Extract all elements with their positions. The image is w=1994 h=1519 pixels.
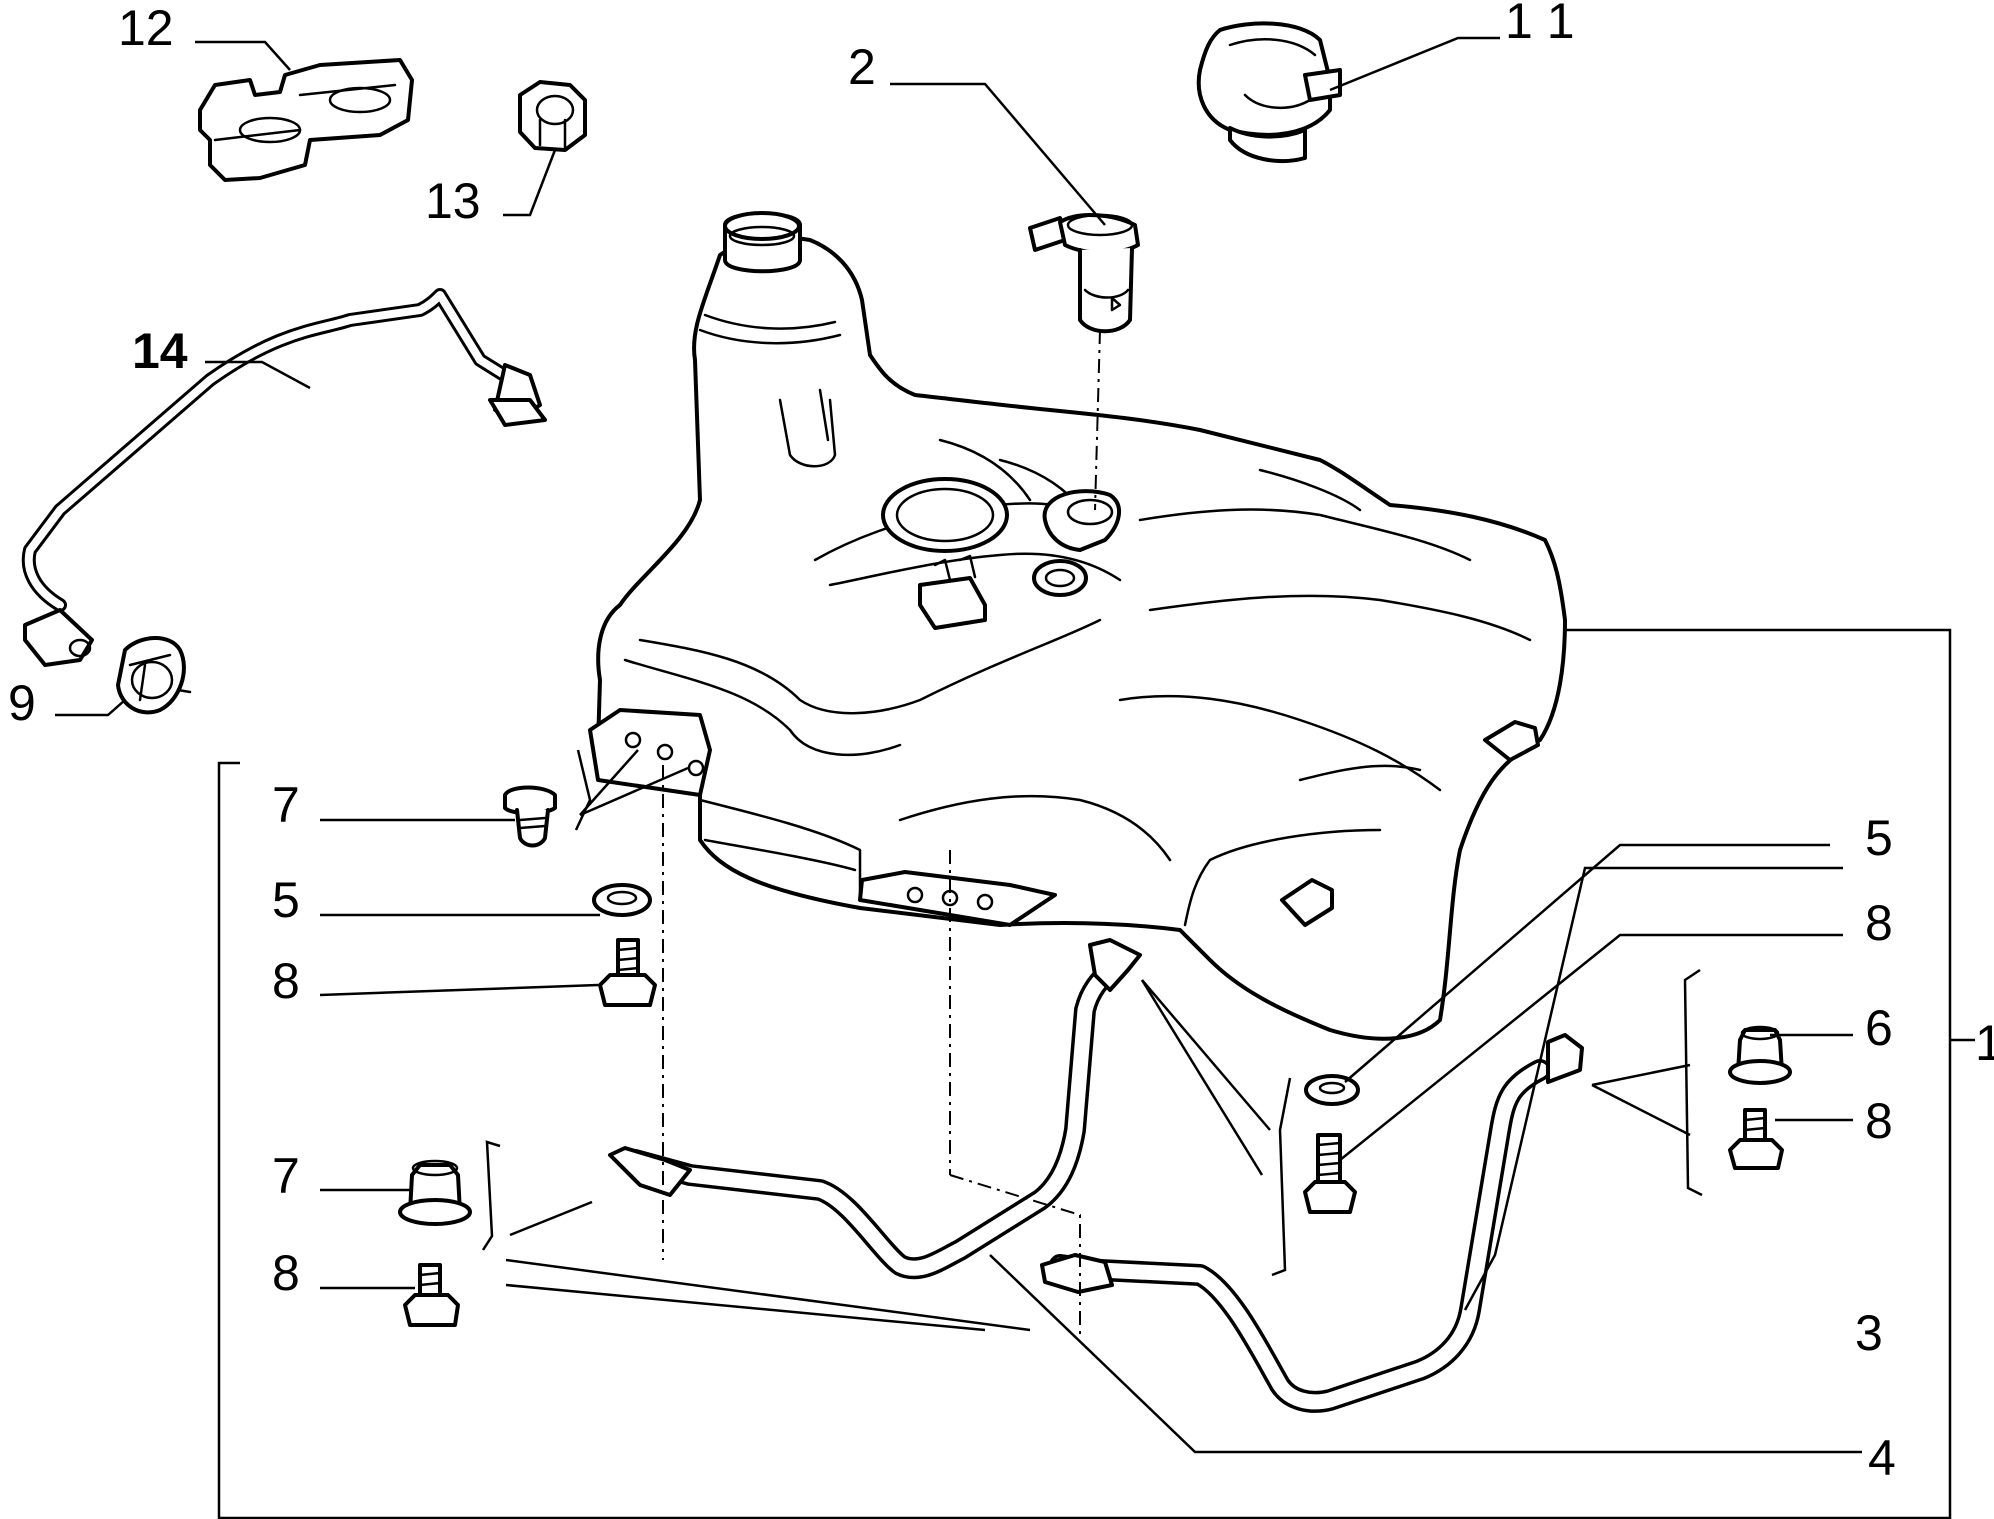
- leader-lines: [55, 36, 1862, 1454]
- strap-3: [1040, 1033, 1584, 1413]
- callout-14: 14: [132, 323, 188, 379]
- callout-8-right-center: 8: [1865, 895, 1893, 951]
- callout-6: 6: [1865, 1000, 1893, 1056]
- plug-6: [1728, 1025, 1792, 1085]
- nut-13: [518, 80, 587, 152]
- callout-2: 2: [848, 39, 876, 95]
- callout-5-left: 5: [272, 872, 300, 928]
- callout-5-right: 5: [1865, 810, 1893, 866]
- callout-4: 4: [1868, 1430, 1896, 1486]
- plug-7-upper: [503, 785, 557, 848]
- hose-clip-11: [1196, 21, 1342, 163]
- strap-4: [608, 938, 1142, 1280]
- callout-8-right: 8: [1865, 1093, 1893, 1149]
- callout-12: 12: [118, 0, 174, 56]
- callout-13: 13: [425, 173, 481, 229]
- vent-valve-2: [1028, 212, 1140, 334]
- clip-holder-12: [198, 58, 414, 182]
- callout-8-left-upper: 8: [272, 953, 300, 1009]
- bolt-8-right-center: [1303, 1133, 1357, 1214]
- callout-9: 9: [8, 675, 36, 731]
- bolt-8-left-lower: [403, 1263, 460, 1327]
- plug-7-lower: [398, 1159, 472, 1226]
- bolt-8-left-upper: [598, 938, 657, 1007]
- callout-7-lower: 7: [272, 1148, 300, 1204]
- clamp-9: [116, 636, 192, 715]
- callout-7-upper: 7: [272, 777, 300, 833]
- washer-5-right: [1304, 1074, 1360, 1106]
- washer-5-left: [592, 883, 652, 917]
- fuel-tank: [588, 211, 1567, 1041]
- callout-3: 3: [1855, 1305, 1883, 1361]
- callout-11: 1 1: [1505, 0, 1575, 49]
- callout-8-left-lower: 8: [272, 1245, 300, 1301]
- fuel-pipe-14: [21, 288, 547, 667]
- callout-1: 1: [1975, 1015, 1994, 1071]
- bolt-8-right: [1728, 1108, 1784, 1170]
- assembly-frame-1: [217, 628, 1952, 1519]
- axis-line-valve: [1094, 329, 1101, 511]
- axis-line-diag: [949, 1174, 1081, 1335]
- callout-labels: 12 13 2 1 1 14 9 7 5 8 7 8 5 8 6 8 1 3 4: [8, 0, 1994, 1486]
